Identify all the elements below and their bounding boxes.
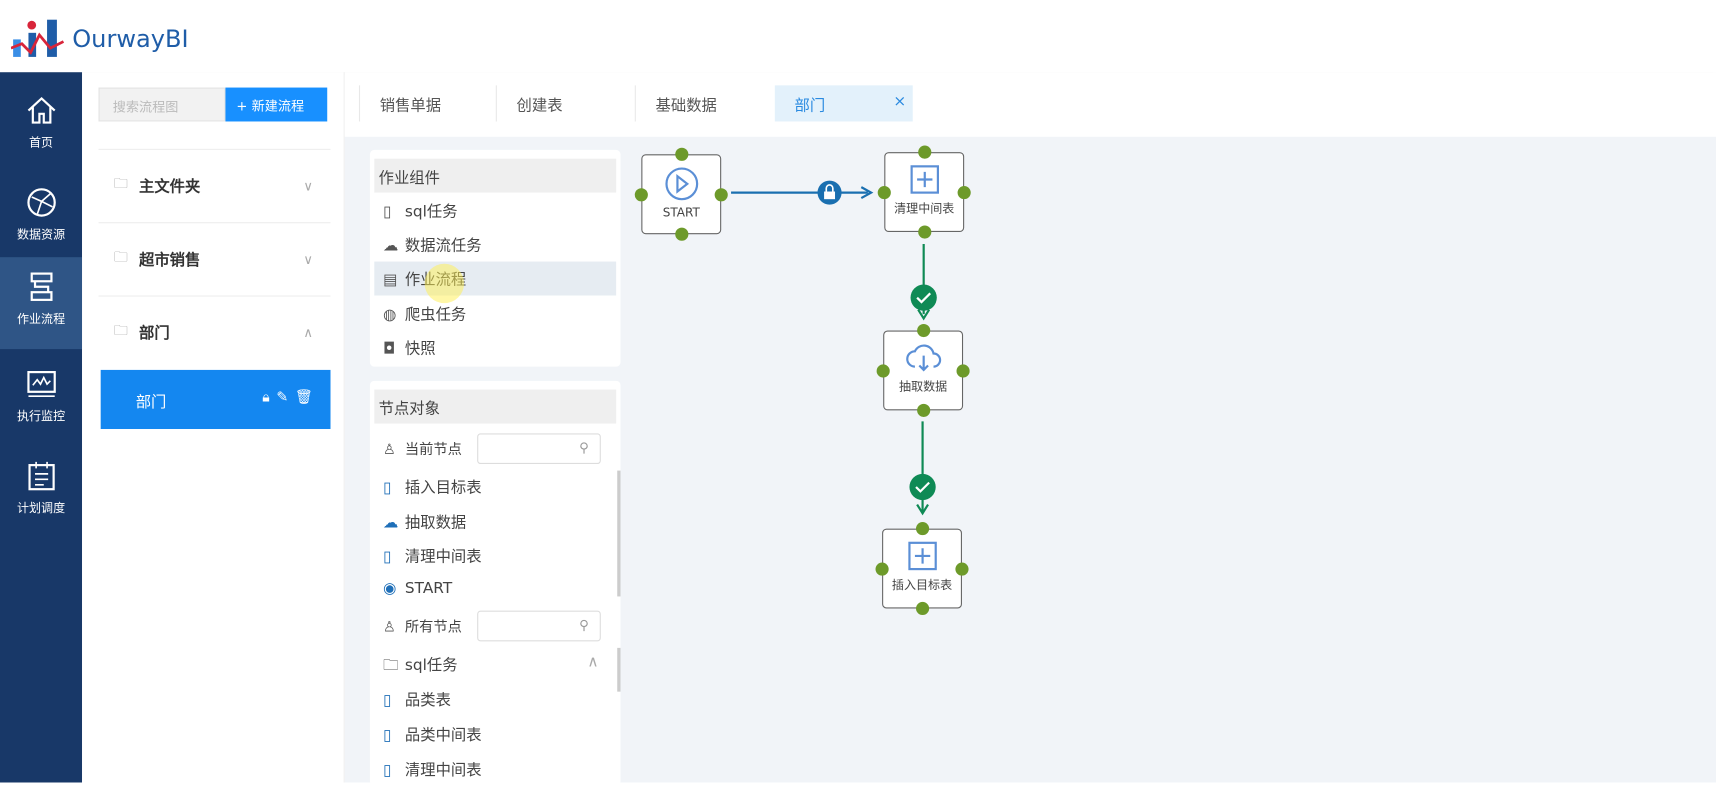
globe-icon [26, 188, 56, 217]
component-snapshot[interactable]: ◘快照 [383, 340, 436, 358]
camera-icon: ◘ [383, 340, 396, 358]
play-icon [664, 167, 698, 201]
file-icon: ▯ [383, 761, 392, 780]
left-nav: 首页 数据资源 作业流程 执行监控 计划调度 [0, 72, 83, 783]
tab-basic-data[interactable]: 基础数据 [634, 85, 775, 122]
play-icon: ◉ [383, 580, 397, 598]
chevron-down-icon: ∨ [303, 177, 313, 194]
current-nodes-label: ♙当前节点 [383, 442, 462, 459]
list-item[interactable]: ▯清理中间表 [383, 761, 482, 780]
edge-clean-to-extract[interactable] [910, 244, 937, 321]
nav-schedule[interactable]: 计划调度 [0, 447, 82, 539]
file-icon: ▯ [383, 479, 392, 497]
component-crawler[interactable]: ◍爬虫任务 [383, 306, 467, 324]
component-sql[interactable]: ▯sql任务 [383, 203, 458, 222]
globe-icon: ◍ [383, 306, 397, 324]
file-icon: ▯ [383, 203, 392, 222]
chevron-down-icon: ∨ [303, 251, 313, 267]
folder-supermarket[interactable]: 🗀超市销售∨ [98, 222, 331, 294]
calendar-icon: ▤ [383, 271, 398, 289]
flow-tree-panel: 搜索流程图 + 新建流程 🗀主文件夹∨ 🗀超市销售∨ 🗀部门∧ 部门🔒︎✎🗑︎ [82, 72, 345, 783]
flow-edges [731, 180, 937, 516]
header: OurwayBI [0, 0, 1716, 73]
component-workflow[interactable]: ▤作业流程 [374, 261, 617, 304]
file-icon: ▯ [383, 726, 392, 745]
search-icon: ⚲ [579, 439, 589, 456]
nodes-title: 节点对象 [374, 389, 617, 424]
list-item[interactable]: ▯插入目标表 [383, 479, 482, 497]
folder-sql-task[interactable]: 🗀sql任务∧ [374, 647, 616, 681]
nav-data-resources[interactable]: 数据资源 [0, 173, 82, 265]
scrollbar[interactable] [617, 470, 621, 597]
new-flow-button[interactable]: + 新建流程 [225, 87, 328, 122]
components-panel: 作业组件 ▯sql任务 ☁︎数据流任务 ▤作业流程 ◍爬虫任务 ◘快照 [369, 149, 621, 367]
monitor-icon [26, 371, 56, 397]
list-item[interactable]: ▯品类中间表 [383, 726, 482, 745]
tab-create-table[interactable]: 创建表 [495, 85, 635, 122]
file-icon: ▯ [383, 548, 392, 566]
list-item[interactable]: ◉START [383, 580, 453, 598]
folder-icon: 🗀 [113, 175, 129, 193]
chevron-up-icon: ∧ [587, 653, 599, 671]
list-item[interactable]: ▯清理中间表 [383, 548, 482, 566]
component-dataflow[interactable]: ☁︎数据流任务 [383, 237, 482, 255]
edit-icon[interactable]: ✎ [276, 389, 295, 407]
node-insert-target[interactable]: 插入目标表 [875, 522, 969, 616]
workflow-icon [30, 272, 52, 301]
plus-square-icon [907, 541, 937, 571]
list-item[interactable]: ▯品类表 [383, 691, 451, 710]
edge-extract-to-insert[interactable] [909, 421, 936, 516]
lock-icon[interactable]: 🔒︎ [262, 389, 277, 407]
current-nodes-search[interactable]: ⚲ [477, 433, 601, 465]
nav-workflow[interactable]: 作业流程 [0, 257, 83, 350]
hierarchy-icon: ♙ [383, 619, 396, 636]
hierarchy-icon: ♙ [383, 442, 396, 459]
flow-item-department[interactable]: 部门🔒︎✎🗑︎ [100, 369, 331, 430]
node-extract-data[interactable]: 抽取数据 [876, 323, 970, 417]
all-nodes-search[interactable]: ⚲ [477, 610, 601, 642]
search-icon: ⚲ [579, 617, 589, 633]
all-nodes-label: ♙所有节点 [383, 619, 462, 636]
delete-icon[interactable]: 🗑︎ [294, 389, 320, 407]
schedule-icon [27, 461, 55, 491]
file-icon: ▯ [383, 691, 392, 710]
plus-square-icon [909, 165, 939, 194]
list-item[interactable]: ☁︎抽取数据 [383, 514, 467, 532]
nav-execution-monitor[interactable]: 执行监控 [0, 355, 82, 447]
folder-main[interactable]: 🗀主文件夹∨ [98, 148, 331, 221]
cursor-highlight [424, 263, 465, 304]
components-title: 作业组件 [374, 158, 617, 193]
logo-text: OurwayBI [72, 26, 189, 54]
check-icon [909, 473, 936, 501]
search-flow-input[interactable]: 搜索流程图 [98, 87, 226, 122]
home-icon [27, 97, 55, 124]
cloud-icon: ☁︎ [383, 514, 399, 532]
cloud-icon: ☁︎ [383, 237, 399, 255]
folder-icon: 🗀 [113, 248, 129, 266]
node-clean-table[interactable]: 清理中间表 [877, 145, 971, 239]
cloud-download-icon [905, 344, 941, 372]
nodes-panel: 节点对象 ♙当前节点 ⚲ ▯插入目标表 ☁︎抽取数据 ▯清理中间表 ◉START… [369, 380, 621, 786]
logo-icon [10, 19, 65, 57]
node-start[interactable]: START [634, 147, 728, 241]
folder-icon: 🗀 [383, 656, 399, 675]
nav-home[interactable]: 首页 [0, 81, 82, 173]
tab-bar: 销售单据 创建表 基础数据 部门× [344, 72, 1716, 137]
flow-canvas[interactable]: 作业组件 ▯sql任务 ☁︎数据流任务 ▤作业流程 ◍爬虫任务 ◘快照 节点对象… [344, 136, 1716, 786]
folder-department[interactable]: 🗀部门∧ [98, 295, 331, 367]
tab-department[interactable]: 部门× [774, 85, 913, 122]
scrollbar[interactable] [617, 647, 621, 692]
tab-sales[interactable]: 销售单据 [358, 85, 496, 122]
folder-icon: 🗀 [113, 322, 129, 339]
chevron-up-icon: ∧ [303, 324, 313, 340]
edge-start-to-clean[interactable] [731, 180, 874, 205]
close-icon[interactable]: × [893, 93, 907, 111]
check-icon [910, 284, 937, 311]
